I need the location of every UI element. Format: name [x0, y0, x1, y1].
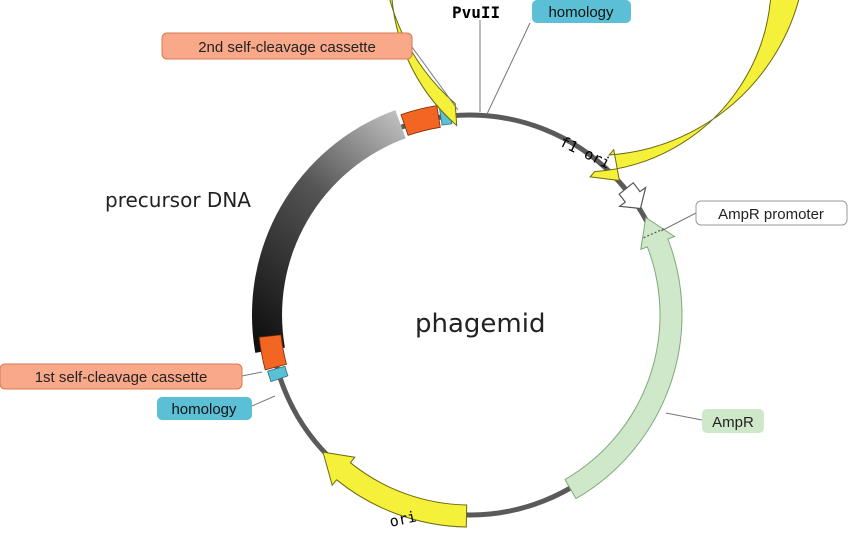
ampr-arrow — [564, 216, 683, 500]
label-ori: ori — [388, 507, 418, 530]
label-ampr-promoter: AmpR promoter — [695, 200, 848, 226]
label-homology-bottom: homology — [157, 397, 252, 420]
label-f1-ori: f1 ori — [557, 133, 614, 173]
label-cassette-2: 2nd self-cleavage cassette — [161, 32, 413, 60]
label-ampr-promoter-text: AmpR promoter — [718, 206, 824, 223]
label-pvuii: PvuII — [452, 3, 500, 22]
label-ampr-text: AmpR — [712, 414, 754, 431]
label-cassette-2-text: 2nd self-cleavage cassette — [198, 39, 376, 56]
precursor-dna-segment — [251, 110, 406, 353]
ampr-promoter-arrow — [618, 181, 647, 210]
label-cassette-1-text: 1st self-cleavage cassette — [35, 369, 208, 386]
cassette-1-segment — [258, 334, 287, 371]
label-homology-top: homology — [532, 0, 631, 23]
ori-arrow — [322, 451, 468, 528]
map-title: phagemid — [415, 309, 545, 339]
label-homology-top-text: homology — [548, 4, 614, 21]
label-cassette-1: 1st self-cleavage cassette — [0, 363, 243, 390]
leader-lines — [241, 20, 703, 421]
f1-ori-arrow — [389, 0, 800, 182]
homology-bottom-segment — [267, 365, 289, 383]
label-precursor-dna: precursor DNA — [105, 188, 251, 212]
label-ampr: AmpR — [702, 409, 764, 433]
cassette-2-segment — [400, 105, 441, 136]
label-homology-bottom-text: homology — [171, 401, 237, 418]
